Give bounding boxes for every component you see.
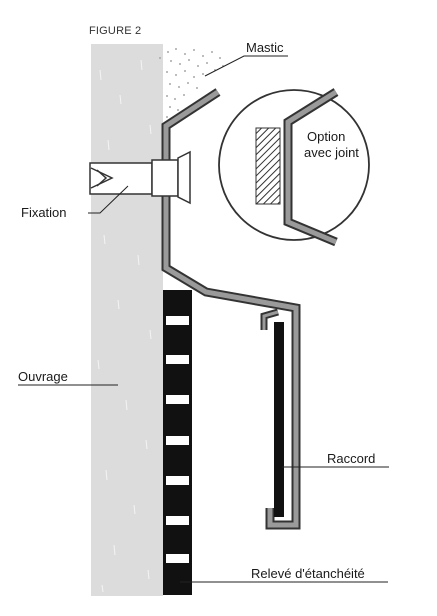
label-ouvrage: Ouvrage bbox=[18, 369, 68, 384]
wall-ouvrage bbox=[91, 44, 163, 596]
leader-fixation bbox=[88, 185, 129, 214]
label-fixation: Fixation bbox=[21, 205, 67, 220]
inset-profile-fill bbox=[285, 89, 338, 245]
profile-hook-fill bbox=[262, 310, 279, 330]
leader-mastic bbox=[204, 55, 288, 77]
leader-lines bbox=[18, 55, 389, 583]
figure-title: FIGURE 2 bbox=[89, 25, 141, 37]
label-mastic: Mastic bbox=[246, 40, 284, 55]
inset-circle bbox=[218, 89, 370, 241]
flashing-profile-fill bbox=[163, 89, 299, 528]
inset-label-line2: avec joint bbox=[304, 145, 359, 160]
seal-joint-hatch bbox=[255, 127, 281, 205]
raccord-bar bbox=[274, 322, 284, 517]
inset-label-line1: Option bbox=[307, 129, 345, 144]
label-raccord: Raccord bbox=[327, 451, 375, 466]
releve-slots bbox=[166, 316, 189, 563]
wall-texture bbox=[97, 59, 152, 593]
label-releve-etancheite: Relevé d'étanchéité bbox=[251, 566, 365, 581]
fixation-screw bbox=[89, 150, 191, 205]
